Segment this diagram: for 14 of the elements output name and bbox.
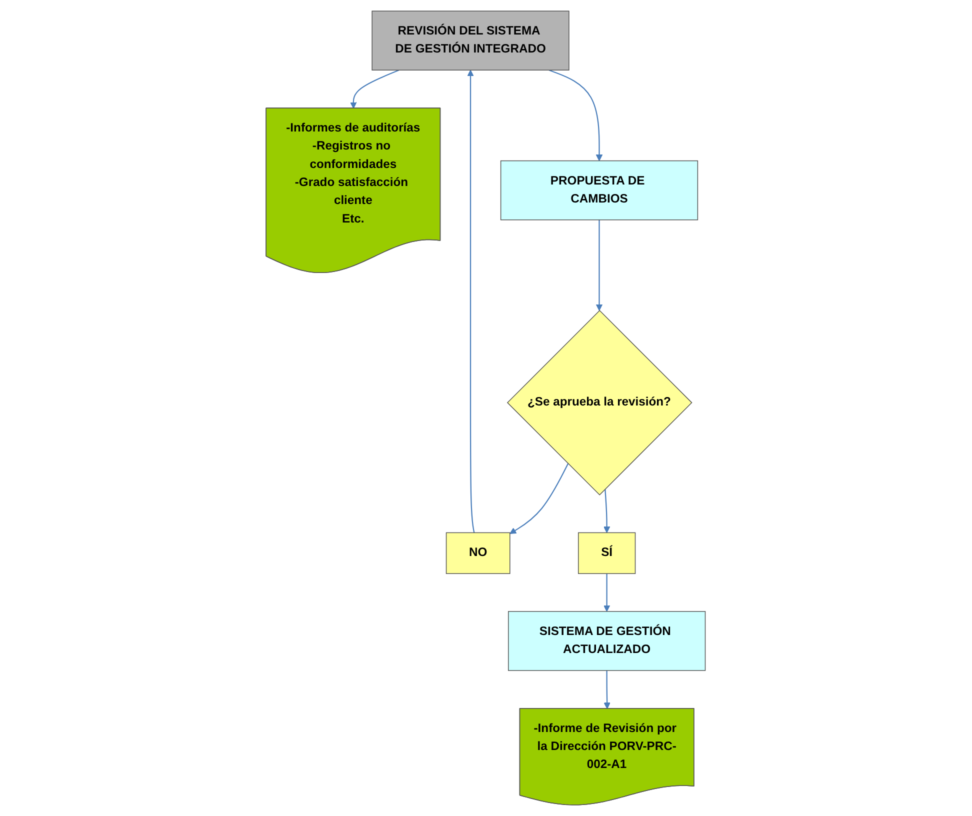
node-box: PROPUESTA DE CAMBIOS	[500, 160, 698, 220]
arrow	[596, 220, 603, 311]
arrow	[604, 488, 610, 534]
arrow	[510, 463, 569, 534]
node-box: REVISIÓN DEL SISTEMA DE GESTIÓN INTEGRADO	[372, 10, 570, 71]
node-box: SISTEMA DE GESTIÓN ACTUALIZADO	[508, 611, 706, 671]
arrow	[549, 70, 603, 162]
node-box: NO	[446, 532, 511, 574]
node-diamond: ¿Se aprueba la revisión?	[507, 310, 693, 496]
arrow	[350, 70, 400, 109]
arrow	[604, 574, 610, 612]
arrow	[604, 670, 611, 710]
node-box: SÍ	[578, 532, 636, 574]
arrow	[468, 70, 476, 533]
